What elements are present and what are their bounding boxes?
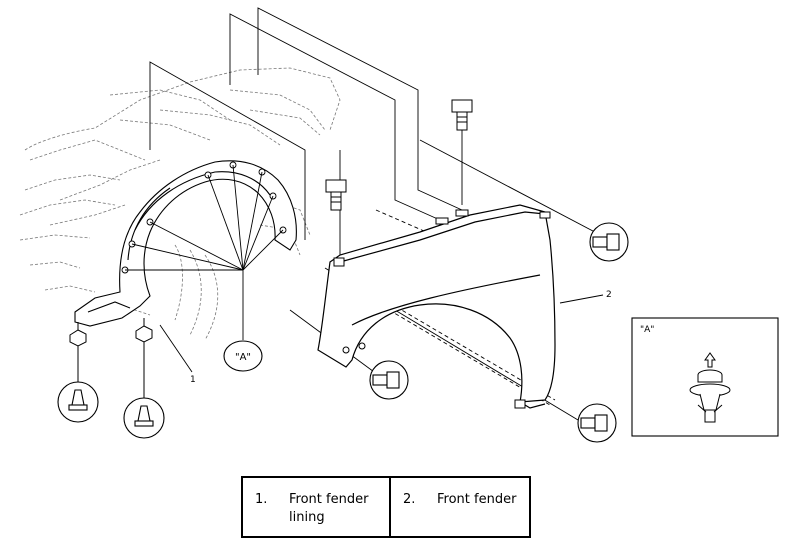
clip-marker-a-label: "A" <box>235 352 251 363</box>
bolt-icon <box>589 222 629 262</box>
detail-a-title: "A" <box>640 325 654 335</box>
clip-marker-a: "A" <box>223 340 263 372</box>
front-fender-lining <box>74 160 297 327</box>
clip-detail-icon <box>689 352 731 423</box>
bolt-icon <box>325 179 347 211</box>
vehicle-body-outline <box>19 67 341 341</box>
legend-part-name: Front fender <box>437 492 517 507</box>
bolt-icon <box>577 403 617 443</box>
callout-2-leader <box>559 294 604 304</box>
lining-clip-points <box>121 161 287 274</box>
legend-item: 1. Front fender lining <box>243 478 389 536</box>
parts-diagram: 1 2 "A" "A" <box>19 7 779 443</box>
push-clip-icon <box>123 397 165 439</box>
legend-number: 1. <box>255 492 268 507</box>
detail-a-box: "A" <box>631 317 779 437</box>
fender-mounting-tabs <box>333 209 551 409</box>
bolt-icon <box>451 99 473 131</box>
clip-leader-fan <box>125 164 284 340</box>
callout-2-label: 2 <box>606 290 612 300</box>
callout-1-label: 1 <box>190 375 196 385</box>
legend-number: 2. <box>403 492 416 507</box>
bolt-icon <box>369 360 409 400</box>
front-fender <box>317 204 556 409</box>
parts-legend: 1. Front fender lining 2. Front fender <box>241 476 531 538</box>
push-clip-icon <box>57 381 99 423</box>
legend-part-name: Front fender lining <box>289 492 369 525</box>
legend-item: 2. Front fender <box>389 478 537 536</box>
leader-lines <box>149 7 611 421</box>
push-nut-left <box>69 322 87 382</box>
push-nut-right <box>135 318 153 398</box>
callout-1-leader <box>159 324 193 373</box>
